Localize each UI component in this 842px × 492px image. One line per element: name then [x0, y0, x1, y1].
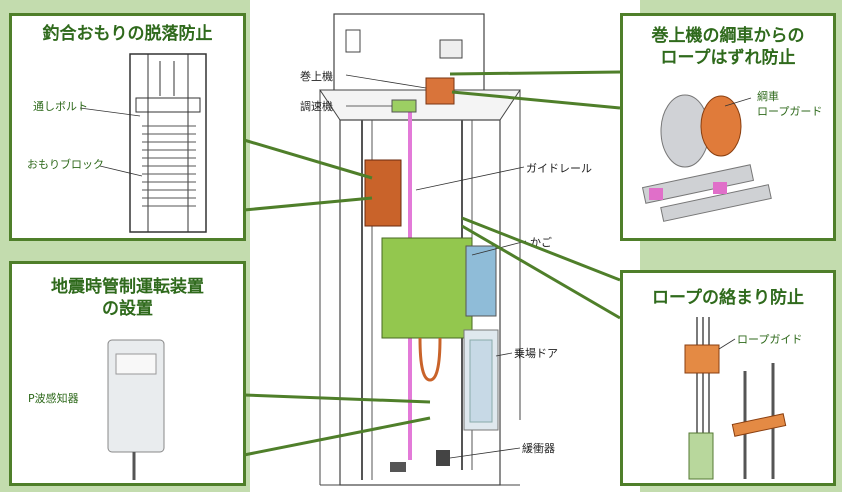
sheave-panel: 巻上機の綱車からの ロープはずれ防止 綱車 ロープガード	[620, 13, 836, 241]
counterweight-drawing	[79, 53, 207, 233]
buffer-label: 緩衝器	[522, 442, 555, 455]
elevator-diagram-area: 巻上機 調速機 ガイドレール かご 乗場ドア 緩衝器	[250, 0, 640, 492]
through-bolt-label: 通しボルト	[33, 100, 88, 113]
car-label: かご	[530, 236, 552, 249]
sheave-panel-title: 巻上機の綱車からの ロープはずれ防止	[651, 26, 805, 68]
p-wave-sensor-drawing	[107, 339, 165, 480]
weight-block-label: おもりブロック	[27, 158, 104, 171]
rope-guide-label: ロープガイド	[737, 333, 803, 346]
rope-guard-label: ロープガード	[757, 105, 823, 118]
counterweight-panel-title: 釣合おもりの脱落防止	[42, 24, 213, 44]
traction-machine-label: 巻上機	[300, 70, 333, 83]
landing-door-label: 乗場ドア	[514, 347, 558, 360]
sheave-rope-guard-drawing	[641, 94, 772, 222]
seismic-device-panel: 地震時管制運転装置 の設置 P波感知器	[9, 261, 246, 486]
seismic-device-panel-title: 地震時管制運転装置 の設置	[51, 277, 204, 319]
p-wave-sensor-label: P波感知器	[28, 392, 79, 405]
governor-label: 調速機	[300, 100, 333, 113]
rope-tangle-panel: ロープの絡まり防止 ロープガイド	[620, 270, 836, 486]
sheave-label: 綱車	[757, 90, 779, 103]
rope-guide-drawing	[684, 317, 787, 480]
rope-tangle-panel-title: ロープの絡まり防止	[652, 288, 804, 308]
guide-rail-label: ガイドレール	[526, 162, 592, 175]
counterweight-panel: 釣合おもりの脱落防止 通しボルト おもりブロック	[9, 13, 246, 241]
